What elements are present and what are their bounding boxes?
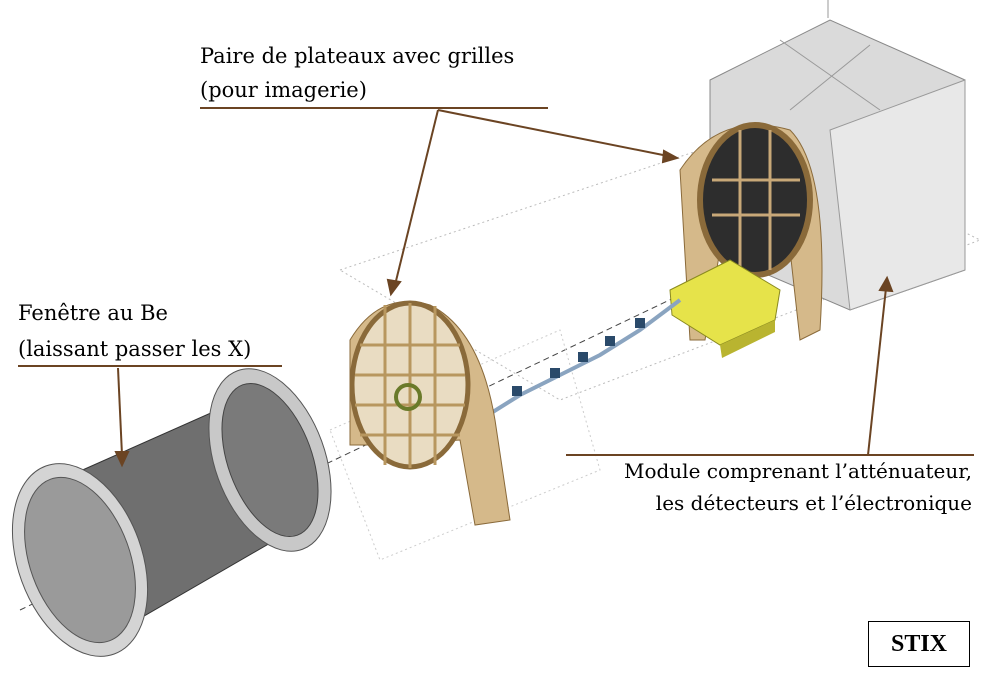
stix-badge: STIX: [868, 621, 970, 667]
plates-label-line2: (pour imagerie): [200, 78, 367, 102]
window-label-line2: (laissant passer les X): [18, 337, 252, 361]
mounting-outline: [329, 329, 601, 561]
cable-harness: [478, 298, 682, 422]
electronics-box: [669, 259, 781, 358]
leader-lines: [18, 107, 974, 468]
detector-housing: [709, 0, 966, 311]
module-label-line1: Module comprenant l’atténuateur,: [623, 459, 972, 483]
plates-label-line1: Paire de plateaux avec grilles: [200, 44, 515, 68]
rear-grid-plate: [679, 122, 823, 341]
cable-connectors: [512, 318, 645, 396]
front-grid-plate: [349, 300, 511, 526]
mounting-outline: [338, 129, 982, 401]
be-window-tube: [11, 368, 332, 657]
window-label-line1: Fenêtre au Be: [18, 301, 168, 325]
module-label-line2: les détecteurs et l’électronique: [655, 491, 972, 515]
